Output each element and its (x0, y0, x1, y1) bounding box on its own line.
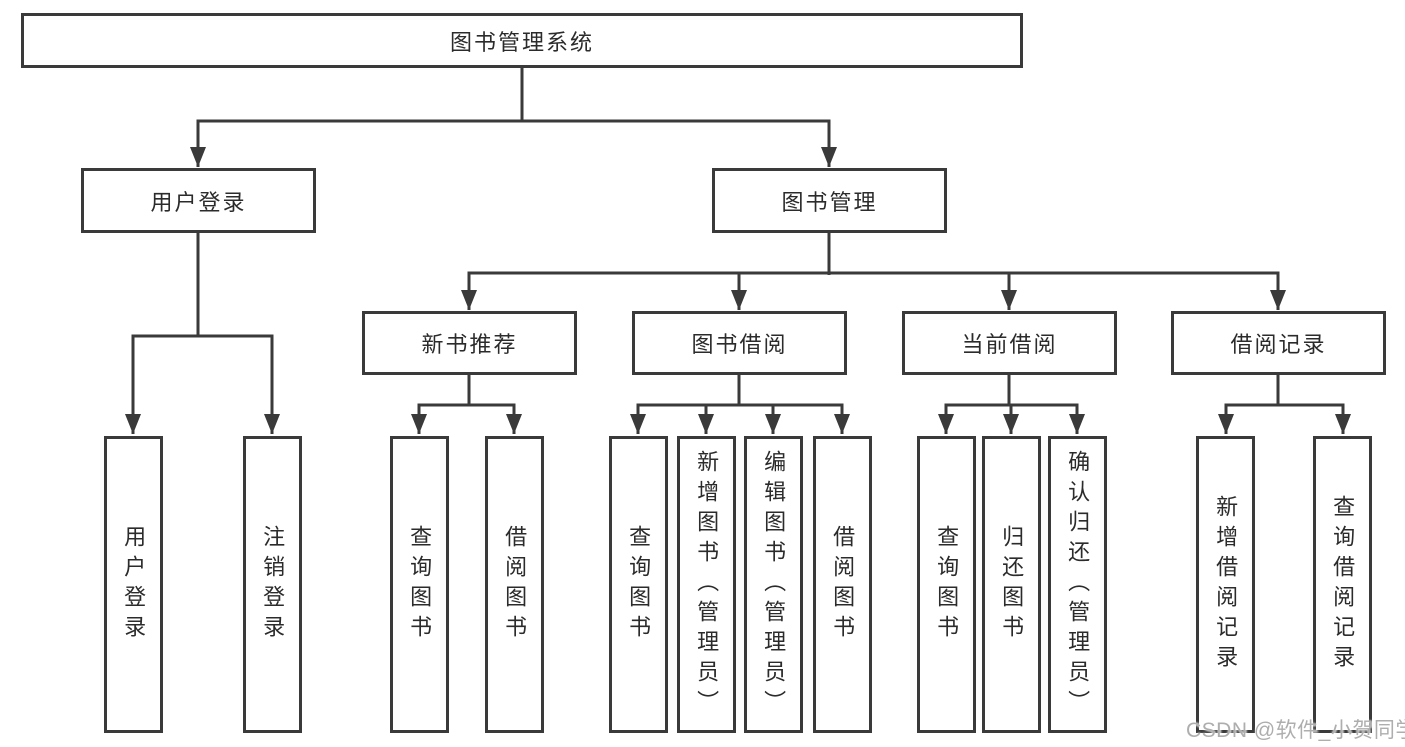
leaf-query-borrow-record: 查询借阅记录 (1313, 436, 1372, 733)
leaf-return-book-label: 归还图书 (999, 524, 1025, 645)
leaf-borrow-books-borrowing-label: 借阅图书 (830, 524, 856, 645)
leaf-confirm-return-admin: 确认归还（管理员） (1048, 436, 1107, 733)
node-user-login-label: 用户登录 (150, 189, 247, 215)
leaf-query-books-borrowing-label: 查询图书 (626, 524, 652, 645)
leaf-confirm-return-admin-label: 确认归还（管理员） (1065, 449, 1091, 720)
leaf-query-books-recommend-label: 查询图书 (407, 524, 433, 645)
node-new-book-recommend-label: 新书推荐 (421, 332, 518, 357)
leaf-query-books-current: 查询图书 (917, 436, 976, 733)
leaf-edit-book-admin: 编辑图书（管理员） (744, 436, 803, 733)
leaf-borrow-books-recommend-label: 借阅图书 (502, 524, 528, 645)
node-current-borrowing: 当前借阅 (902, 311, 1117, 375)
node-current-borrowing-label: 当前借阅 (961, 332, 1058, 357)
leaf-add-book-admin-label: 新增图书（管理员） (694, 449, 720, 720)
node-borrowing-records: 借阅记录 (1171, 311, 1386, 375)
leaf-add-borrow-record: 新增借阅记录 (1196, 436, 1255, 733)
node-user-login: 用户登录 (81, 168, 316, 233)
node-book-borrowing-label: 图书借阅 (691, 332, 788, 357)
node-root: 图书管理系统 (21, 13, 1023, 68)
node-root-label: 图书管理系统 (449, 29, 594, 55)
leaf-borrow-books-borrowing: 借阅图书 (813, 436, 872, 733)
node-borrowing-records-label: 借阅记录 (1230, 332, 1327, 357)
node-book-management: 图书管理 (712, 168, 947, 233)
leaf-user-login-label: 用户登录 (121, 524, 147, 645)
node-new-book-recommend: 新书推荐 (362, 311, 577, 375)
leaf-query-books-current-label: 查询图书 (934, 524, 960, 645)
leaf-logout-label: 注销登录 (260, 524, 286, 645)
leaf-add-borrow-record-label: 新增借阅记录 (1213, 494, 1239, 675)
leaf-edit-book-admin-label: 编辑图书（管理员） (761, 449, 787, 720)
leaf-query-borrow-record-label: 查询借阅记录 (1330, 494, 1356, 675)
leaf-user-login: 用户登录 (104, 436, 163, 733)
leaf-query-books-borrowing: 查询图书 (609, 436, 668, 733)
csdn-watermark: CSDN @软件_小贺同学 (1186, 719, 1405, 742)
leaf-query-books-recommend: 查询图书 (390, 436, 449, 733)
leaf-logout: 注销登录 (243, 436, 302, 733)
node-book-management-label: 图书管理 (781, 189, 878, 215)
leaf-add-book-admin: 新增图书（管理员） (677, 436, 736, 733)
node-book-borrowing: 图书借阅 (632, 311, 847, 375)
leaf-return-book: 归还图书 (982, 436, 1041, 733)
leaf-borrow-books-recommend: 借阅图书 (485, 436, 544, 733)
